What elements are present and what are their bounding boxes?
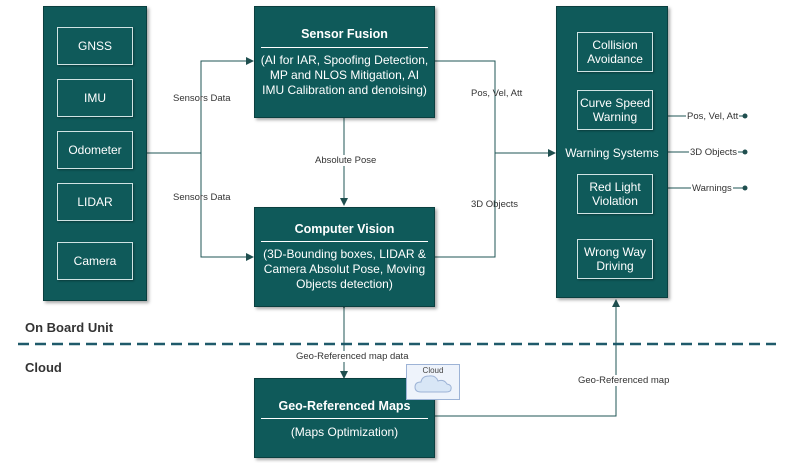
label-sensors-data-bottom: Sensors Data (173, 192, 231, 203)
computer-vision-desc: (3D-Bounding boxes, LIDAR & Camera Absol… (263, 247, 426, 291)
cloud-tag: Cloud (406, 364, 460, 400)
geo-maps-title: Geo-Referenced Maps (278, 399, 411, 413)
section-onboard: On Board Unit (25, 320, 114, 335)
sensors-to-vision-arrow (200, 153, 254, 261)
outputs-merge-line (435, 60, 496, 258)
cloud-tag-label: Cloud (422, 366, 444, 375)
geo-maps-desc: (Maps Optimization) (290, 425, 399, 439)
label-3d-objects-out: 3D Objects (689, 147, 738, 158)
sensor-imu: IMU (57, 79, 133, 117)
sensor-gnss: GNSS (57, 27, 133, 65)
sensor-fusion-desc: (AI for IAR, Spoofing Detection, MP and … (260, 53, 429, 97)
out-warnings-dot (742, 185, 748, 191)
label-geo-map-data: Geo-Referenced map data (295, 351, 410, 362)
label-pos-vel-att-out: Pos, Vel, Att (686, 111, 740, 122)
warning-systems-box: Collision Avoidance Curve Speed Warning … (556, 6, 668, 298)
warning-systems-label: Warning Systems (565, 146, 659, 160)
label-warnings-out: Warnings (691, 183, 733, 194)
geo-maps-box: Geo-Referenced Maps (Maps Optimization) (254, 378, 435, 458)
label-geo-map: Geo-Referenced map (577, 375, 671, 386)
warning-curve-speed: Curve Speed Warning (577, 90, 653, 130)
warning-wrong-way: Wrong Way Driving (577, 239, 653, 279)
sensor-fusion-title: Sensor Fusion (301, 27, 388, 41)
warning-red-light: Red Light Violation (577, 174, 653, 214)
label-pos-vel-att-in: Pos, Vel, Att (471, 88, 523, 99)
label-absolute-pose: Absolute Pose (314, 155, 378, 166)
label-3d-objects-in: 3D Objects (471, 199, 518, 210)
sensors-panel: GNSS IMU Odometer LIDAR Camera (43, 6, 147, 301)
computer-vision-box: Computer Vision (3D-Bounding boxes, LIDA… (254, 207, 435, 307)
cloud-icon (414, 375, 452, 393)
warning-collision-avoidance: Collision Avoidance (577, 32, 653, 72)
geo-maps-separator (261, 418, 428, 419)
section-cloud: Cloud (25, 360, 62, 375)
sensor-fusion-separator (261, 47, 428, 48)
map-to-warning-arrow (435, 299, 620, 417)
computer-vision-title: Computer Vision (294, 222, 395, 236)
sensor-camera: Camera (57, 242, 133, 280)
sensor-odometer: Odometer (57, 131, 133, 169)
out-3d-dot (742, 149, 748, 155)
sensor-lidar: LIDAR (57, 183, 133, 221)
sensors-to-fusion-arrow (200, 57, 254, 153)
label-sensors-data-top: Sensors Data (173, 93, 231, 104)
computer-vision-separator (261, 241, 428, 242)
sensor-fusion-box: Sensor Fusion (AI for IAR, Spoofing Dete… (254, 6, 435, 118)
out-pos-dot (742, 113, 748, 119)
